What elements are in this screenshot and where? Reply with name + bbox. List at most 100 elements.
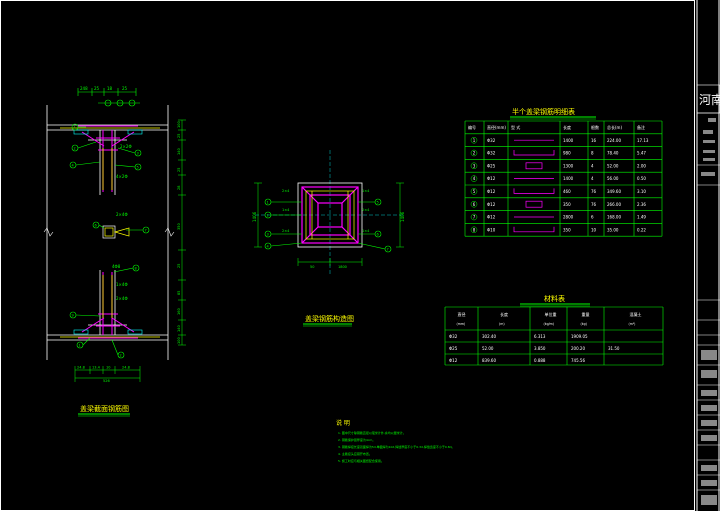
- rebar-id-bubble: [470, 175, 478, 182]
- right-dim-2: 25: [177, 134, 181, 138]
- rebar-cell: 6: [591, 215, 594, 220]
- material-table-title: 材料表: [544, 294, 565, 303]
- rebar-cell: 56.00: [607, 176, 619, 181]
- bottom-dim-2: 13.4: [92, 366, 101, 370]
- material-cell: 745.56: [571, 358, 585, 363]
- right-dim-6: 350: [177, 223, 181, 230]
- right-dim-3: 140: [177, 148, 181, 155]
- mid-label-1: 2×4: [282, 189, 290, 193]
- note-5: 5. 施工时应与相关图纸配合使用。: [338, 458, 384, 463]
- rebar-cell: Φ10: [487, 227, 496, 232]
- bottom-dim-3: 10: [106, 366, 110, 370]
- rebar-cell: Φ12: [487, 202, 496, 207]
- note-4: 4. 主筋接头应错开布置。: [338, 451, 372, 456]
- rebar-cell: 2: [473, 151, 476, 156]
- rebar-id-bubble: [470, 188, 478, 195]
- rebar-cell: 0.22: [637, 227, 646, 232]
- rebar-cell: 168.00: [607, 215, 621, 220]
- material-subheader-cell: (mm): [457, 322, 466, 326]
- material-cell: 200.20: [571, 346, 585, 351]
- mid-view-title: 盖梁钢筋构造图: [305, 314, 354, 323]
- rebar-cell: 10: [591, 227, 597, 232]
- rebar-cell: 3: [473, 163, 476, 168]
- rebar-cell: 980: [563, 151, 571, 156]
- rebar-cell: 2.36: [637, 202, 646, 207]
- material-cell: Φ32: [449, 334, 458, 339]
- mid-dim-right: 1406: [400, 211, 405, 222]
- top-dim-2: 25: [94, 86, 100, 91]
- rebar-header-cell: 型 式: [511, 124, 520, 130]
- rebar-cell: 4: [591, 163, 594, 168]
- rebar-cell: 5: [473, 189, 476, 194]
- mid-label-3: 2×4: [282, 229, 290, 233]
- note-1: 1. 图中尺寸除钢筋直径以毫米计外,余均以厘米计。: [338, 430, 406, 435]
- rebar-id-bubble: [470, 226, 478, 234]
- rebar-shape: [525, 162, 543, 170]
- bottom-dim-1: 24.8: [77, 366, 85, 370]
- rebar-shape: [513, 188, 555, 194]
- mid-bottom-dim-1: 50: [310, 265, 314, 269]
- svg-text:8: 8: [135, 267, 137, 271]
- material-header-cell: 混凝土: [630, 311, 642, 317]
- rebar-cell: 8: [473, 227, 476, 232]
- rebar-shape: [525, 200, 543, 208]
- svg-text:3: 3: [137, 152, 139, 156]
- title-block: 河南: [696, 0, 720, 511]
- rebar-cell: 3.10: [637, 189, 646, 194]
- rebar-cell: 1: [473, 138, 476, 143]
- right-dim-8: 85: [177, 291, 181, 295]
- rebar-cell: Φ12: [487, 189, 496, 194]
- rebar-cell: 2.00: [637, 163, 646, 168]
- rebar-cell: Φ32: [487, 138, 496, 143]
- rebar-table-title: 半个盖梁钢筋明细表: [512, 107, 575, 116]
- rebar-cell: 1400: [563, 176, 574, 181]
- material-cell: Φ12: [449, 358, 458, 363]
- svg-text:5: 5: [377, 201, 379, 205]
- left-section-detail: 2 4 8 25 18 25: [43, 86, 186, 417]
- material-cell: 3.850: [534, 346, 546, 351]
- material-header-cell: 单位重: [545, 311, 557, 317]
- rebar-header-cell: 总长(m): [607, 124, 622, 130]
- material-cell: 6.313: [534, 334, 546, 339]
- material-cell: Φ25: [449, 346, 458, 351]
- right-dim-7: 25: [177, 264, 181, 268]
- rebar-cell: Φ32: [487, 151, 496, 156]
- svg-text:1: 1: [74, 126, 76, 130]
- rebar-cell: 4: [473, 176, 476, 181]
- top-dim-3: 18: [107, 86, 113, 91]
- material-header-cell: 长度: [500, 311, 508, 317]
- material-header-cell: 直径: [458, 311, 466, 317]
- middle-plan-detail: 1 2 3 4 5 6 7 2×4 1×4 2×4 1×4 2×4 1×4 14…: [252, 150, 405, 327]
- notes-block: 说 明 1. 图中尺寸除钢筋直径以毫米计外,余均以厘米计。 2. 钢筋保护层厚度…: [336, 419, 455, 463]
- svg-text:3: 3: [267, 233, 269, 237]
- right-dim-9: 160: [177, 308, 181, 315]
- mid-label-5: 2×4: [362, 208, 370, 212]
- rebar-cell: 4: [591, 176, 594, 181]
- svg-text:2: 2: [120, 354, 122, 358]
- material-cell: 1909.05: [571, 334, 588, 339]
- label-rebar-4: 4Φ8: [112, 264, 121, 269]
- rebar-shape: [513, 150, 555, 156]
- rebar-cell: 1300: [563, 163, 574, 168]
- rebar-cell: 350: [563, 227, 571, 232]
- svg-text:4: 4: [72, 164, 75, 168]
- rebar-cell: Φ12: [487, 176, 496, 181]
- rebar-cell: 0.50: [637, 176, 646, 181]
- rebar-id-bubble: [470, 149, 478, 157]
- rebar-cell: 460: [563, 189, 571, 194]
- right-dim-5: 28: [177, 186, 181, 190]
- right-dim-10: 140: [177, 325, 181, 332]
- note-3: 3. 钢筋焊接长度双面焊为5d,单面焊为10d,焊缝厚度不小于0.3d,焊缝宽度…: [338, 444, 455, 449]
- svg-text:5: 5: [137, 166, 139, 170]
- material-cell: 52.00: [482, 346, 494, 351]
- right-dim-11: 100: [177, 337, 181, 344]
- title-block-org: 河南: [699, 92, 720, 107]
- label-rebar-6: 2×4Φ: [116, 296, 128, 301]
- rebar-cell: 350: [563, 202, 571, 207]
- top-dim-4: 25: [122, 86, 128, 91]
- rebar-id-bubble: [470, 162, 478, 170]
- material-subheader-cell: (m³): [629, 322, 636, 326]
- svg-text:2: 2: [267, 214, 269, 218]
- right-dim-1: 100: [177, 121, 181, 128]
